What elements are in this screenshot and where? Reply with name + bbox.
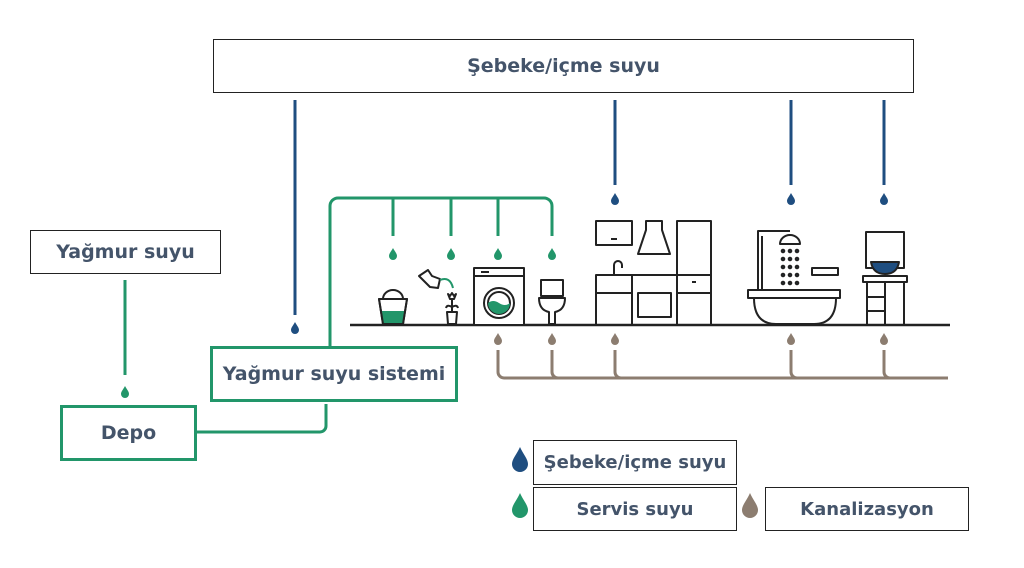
bathtub-shower-icon xyxy=(747,230,841,325)
legend-mains: Şebeke/içme suyu xyxy=(533,440,737,485)
washing-machine-icon xyxy=(473,267,525,326)
service-drop xyxy=(389,248,397,260)
sewage-drop xyxy=(787,333,795,345)
washbasin-icon xyxy=(862,231,908,326)
service-drop xyxy=(548,248,556,260)
mains-water-label: Şebeke/içme suyu xyxy=(467,55,660,77)
service-legend-drop-icon xyxy=(512,493,528,518)
legend-service: Servis suyu xyxy=(533,487,737,531)
shower-water-icon xyxy=(780,248,800,286)
legend-mains-label: Şebeke/içme suyu xyxy=(543,452,727,473)
sewage-drop xyxy=(611,333,619,345)
service-drop xyxy=(447,248,455,260)
service-drop xyxy=(121,386,129,398)
rainwater-box: Yağmur suyu xyxy=(30,230,221,274)
sewage-drops xyxy=(494,333,888,345)
toilet-icon xyxy=(538,279,566,325)
mains-drop xyxy=(611,193,619,205)
sewage-drop xyxy=(880,333,888,345)
bucket-icon xyxy=(378,289,408,325)
mains-water-box: Şebeke/içme suyu xyxy=(213,39,914,93)
tank-label: Depo xyxy=(100,422,157,444)
kitchen-icon xyxy=(595,220,712,326)
rainwater-system-label: Yağmur suyu sistemi xyxy=(222,363,446,385)
service-pipes xyxy=(123,196,554,434)
watering-can-plant-icon xyxy=(418,269,459,325)
legend-sewage: Kanalizasyon xyxy=(765,487,969,531)
rainwater-label: Yağmur suyu xyxy=(56,241,195,263)
rainwater-system-box: Yağmur suyu sistemi xyxy=(210,346,458,402)
legend-service-label: Servis suyu xyxy=(576,498,694,520)
sewage-drop xyxy=(548,333,556,345)
legend-sewage-label: Kanalizasyon xyxy=(800,498,934,520)
sewage-drop xyxy=(494,333,502,345)
mains-drop xyxy=(291,322,299,334)
tank-to-system-pipe xyxy=(197,404,328,434)
mains-pipes xyxy=(293,100,886,315)
mains-drop xyxy=(787,193,795,205)
sewage-main-pipe xyxy=(496,350,948,380)
service-drop xyxy=(494,248,502,260)
sewage-pipes xyxy=(496,350,948,380)
mains-drop xyxy=(880,193,888,205)
tank-box: Depo xyxy=(60,405,197,461)
service-distribution-pipe xyxy=(328,196,554,346)
sewage-legend-drop-icon xyxy=(742,493,758,518)
mains-legend-drop-icon xyxy=(512,447,528,472)
